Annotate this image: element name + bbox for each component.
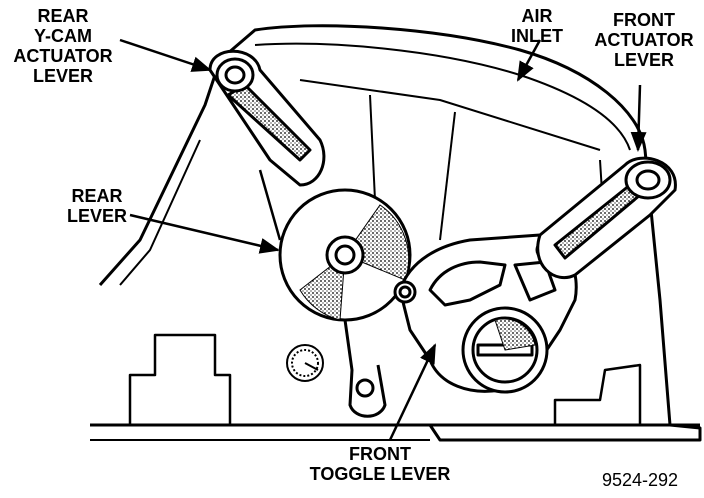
rear-lever-cam bbox=[278, 188, 412, 418]
label-line: FRONT bbox=[613, 10, 675, 30]
arrow-front-actuator bbox=[630, 84, 647, 152]
label-line: LEVER bbox=[613, 50, 674, 70]
label-line: INLET bbox=[511, 26, 563, 46]
figure-number: 9524-292 bbox=[601, 470, 679, 490]
arrow-front-toggle bbox=[388, 343, 437, 441]
label-line: LEVER bbox=[32, 66, 93, 86]
callout-arrows bbox=[119, 38, 647, 441]
arrow-rear-lever bbox=[129, 213, 280, 254]
label-front-toggle-lever: FRONT TOGGLE LEVER bbox=[300, 444, 460, 484]
label-rear-lever: REAR LEVER bbox=[62, 186, 132, 226]
front-actuator-lever bbox=[536, 156, 677, 280]
label-line: Y-CAM bbox=[34, 26, 92, 46]
arrow-air-inlet bbox=[516, 39, 542, 82]
label-line: AIR bbox=[521, 6, 553, 26]
label-front-actuator-lever: FRONT ACTUATOR LEVER bbox=[588, 10, 700, 70]
label-line: REAR bbox=[37, 6, 89, 26]
air-inlet-ledge bbox=[299, 79, 601, 151]
label-line: TOGGLE LEVER bbox=[309, 464, 451, 484]
left-bracket bbox=[128, 333, 232, 425]
gear-dial bbox=[286, 344, 324, 382]
label-line: ACTUATOR bbox=[13, 46, 113, 66]
rear-ycam-actuator-lever bbox=[208, 49, 326, 241]
label-line: LEVER bbox=[66, 206, 127, 226]
label-line: ACTUATOR bbox=[594, 30, 694, 50]
label-line: REAR bbox=[71, 186, 123, 206]
label-line: FRONT bbox=[349, 444, 411, 464]
label-rear-ycam-actuator-lever: REAR Y-CAM ACTUATOR LEVER bbox=[4, 6, 122, 86]
right-bracket bbox=[553, 363, 642, 425]
housing-inner-wall bbox=[119, 139, 201, 286]
label-air-inlet: AIR INLET bbox=[502, 6, 572, 46]
arrow-rear-ycam bbox=[119, 38, 212, 72]
air-inlet-lip bbox=[254, 42, 631, 151]
